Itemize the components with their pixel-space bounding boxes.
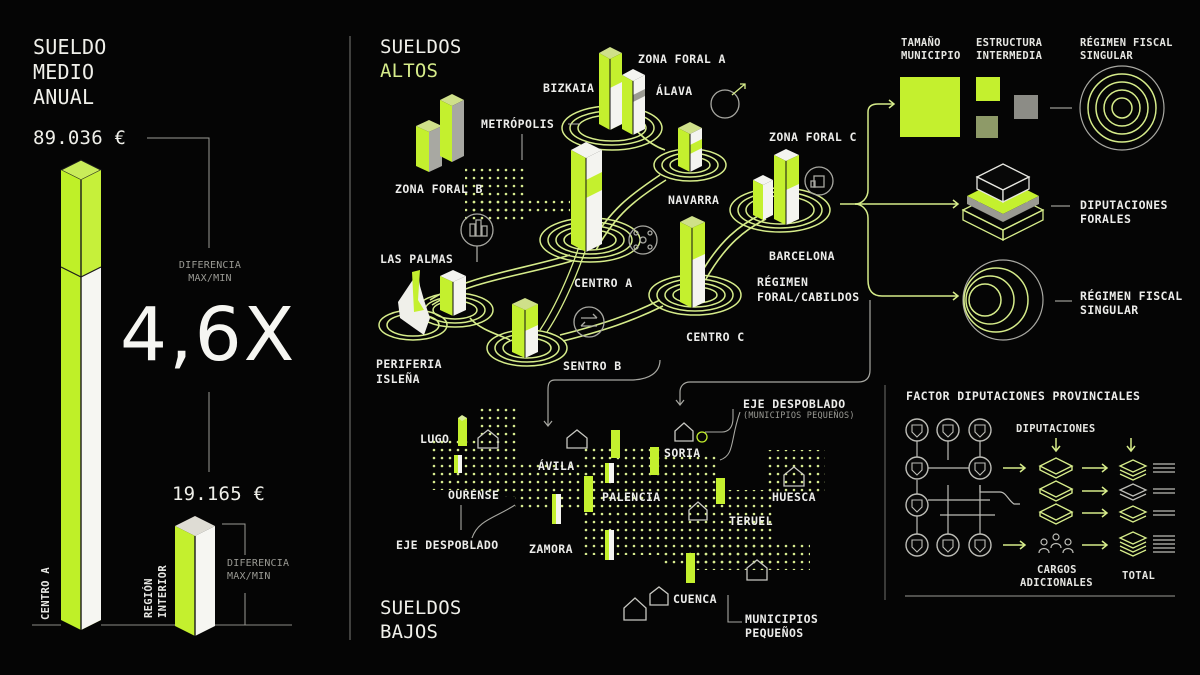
label-total: TOTAL — [1122, 570, 1156, 582]
label-diputaciones-forales-1: DIPUTACIONES — [1080, 198, 1168, 212]
label-avila: ÁVILA — [538, 459, 575, 473]
tower-alava — [622, 69, 645, 135]
label-ourense: OURENSE — [448, 488, 500, 502]
label-alava: ÁLAVA — [656, 84, 693, 98]
label-municipios-2: PEQUEÑOS — [745, 626, 804, 640]
arrows — [1003, 438, 1136, 550]
factor-squares — [900, 77, 1072, 138]
label-regimen-bottom-1: RÉGIMEN FISCAL — [1080, 289, 1183, 303]
exchange-icon — [573, 306, 605, 338]
ratio-label-small-2: MAX/MIN — [227, 571, 271, 582]
header-tamano-2: MUNICIPIO — [901, 50, 961, 62]
label-huesca: HUESCA — [772, 490, 816, 504]
header-regimen-1: RÉGIMEN FISCAL — [1080, 37, 1173, 49]
tower-las-palmas — [440, 270, 466, 316]
shield-grid — [916, 430, 1020, 540]
salary-title-line1: SUELDO — [33, 35, 107, 59]
label-cargos-1: CARGOS — [1037, 564, 1077, 576]
label-eje-despoblado-top: EJE DESPOBLADO — [743, 397, 846, 411]
label-sentro-b: SENTRO B — [563, 359, 622, 373]
tower-navarra — [678, 122, 702, 172]
bar-label-centro-a: CENTRO A — [40, 567, 52, 620]
label-regimen-bottom-2: SINGULAR — [1080, 303, 1139, 317]
high-title-2: ALTOS — [380, 60, 439, 82]
label-teruel: TERUEL — [729, 514, 773, 528]
label-lugo: LUGO — [420, 432, 450, 446]
network-icon — [628, 225, 658, 255]
tower-zona-foral-b — [416, 94, 464, 172]
label-centro-a: CENTRO A — [574, 276, 633, 290]
label-zona-foral-b: ZONA FORAL B — [395, 182, 483, 196]
label-zona-foral-c: ZONA FORAL C — [769, 130, 857, 144]
tower-sentro-b — [512, 298, 538, 358]
label-regimen-2: FORAL/CABILDOS — [757, 290, 860, 304]
label-periferia-2: ISLEÑA — [376, 372, 420, 386]
stacked-layers-icon — [961, 163, 1070, 242]
high-title-1: SUELDOS — [380, 36, 462, 58]
bar-label-region-1: REGIÓN — [143, 578, 155, 618]
ratio-label-1: DIFERENCIA — [178, 260, 242, 271]
min-salary-value: 19.165 € — [172, 483, 266, 505]
people-icon — [1038, 533, 1074, 554]
salary-title-line2: MEDIO — [33, 60, 95, 84]
flow-brace — [840, 99, 960, 301]
bar-label-region-2: INTERIOR — [157, 565, 169, 618]
label-periferia-1: PERIFERIA — [376, 357, 442, 371]
bar-chart — [32, 137, 292, 636]
label-cuenca: CUENCA — [673, 592, 717, 606]
diputaciones-layers — [1038, 457, 1074, 525]
tower-bizkaia — [599, 47, 622, 130]
low-title-1: SUELDOS — [380, 597, 462, 619]
regimen-rings-top — [1079, 65, 1165, 151]
label-eje-despoblado-sub: (MUNICIPIOS PEQUEÑOS) — [743, 411, 855, 421]
label-eje-despoblado: EJE DESPOBLADO — [396, 538, 499, 552]
header-estructura-1: ESTRUCTURA — [976, 37, 1043, 49]
total-layers — [1118, 459, 1148, 557]
runner-icon — [710, 89, 740, 119]
label-bizkaia: BIZKAIA — [543, 81, 595, 95]
provincial-title: FACTOR DIPUTACIONES PROVINCIALES — [906, 389, 1141, 403]
label-las-palmas: LAS PALMAS — [380, 252, 454, 266]
island-shape — [398, 270, 430, 335]
tower-barcelona — [753, 149, 799, 225]
max-salary-value: 89.036 € — [33, 127, 127, 149]
tower-centro-a — [571, 142, 602, 252]
regimen-rings-bottom — [962, 259, 1072, 341]
label-regimen-1: RÉGIMEN — [757, 275, 809, 289]
low-title-2: BAJOS — [380, 621, 439, 643]
header-regimen-2: SINGULAR — [1080, 50, 1133, 62]
tower-centro-c — [680, 216, 705, 308]
label-zona-foral-a: ZONA FORAL A — [638, 52, 726, 66]
label-metropolis: METRÓPOLIS — [481, 117, 555, 131]
salary-title-line3: ANUAL — [33, 85, 95, 109]
ratio-label-2: MAX/MIN — [188, 273, 232, 284]
label-municipios-1: MUNICIPIOS — [745, 612, 819, 626]
house-icons — [477, 422, 805, 621]
label-diputaciones-forales-2: FORALES — [1080, 212, 1132, 226]
label-zamora: ZAMORA — [529, 542, 573, 556]
ratio-value: 4,6X — [120, 292, 297, 378]
label-diputaciones: DIPUTACIONES — [1016, 423, 1096, 435]
city-icon — [804, 166, 834, 196]
header-estructura-2: INTERMEDIA — [976, 50, 1043, 62]
spain-dot-map — [430, 405, 825, 570]
header-tamano-1: TAMAÑO — [901, 37, 941, 49]
ratio-label-small-1: DIFERENCIA — [227, 558, 290, 569]
label-navarra: NAVARRA — [668, 193, 720, 207]
label-soria: SORIA — [664, 446, 701, 460]
label-barcelona: BARCELONA — [769, 249, 835, 263]
label-palencia: PALENCIA — [602, 490, 661, 504]
total-bars — [1153, 463, 1175, 553]
low-towers — [454, 415, 725, 583]
label-centro-c: CENTRO C — [686, 330, 745, 344]
label-cargos-2: ADICIONALES — [1020, 577, 1093, 589]
